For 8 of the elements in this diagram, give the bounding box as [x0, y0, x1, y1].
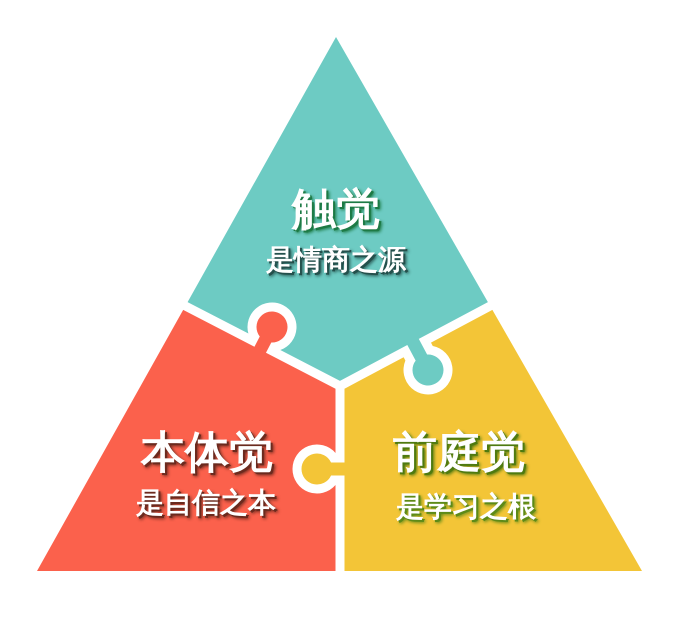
piece-subtitle: 是学习之根: [396, 493, 536, 521]
piece-subtitle: 是情商之源: [266, 246, 406, 274]
puzzle-piece: [37, 309, 336, 571]
piece-title: 本体觉: [141, 431, 273, 475]
puzzle-piece: [301, 309, 642, 571]
piece-title: 前庭觉: [393, 431, 525, 475]
piece-title: 触觉: [292, 188, 380, 232]
piece-subtitle: 是自信之本: [136, 489, 276, 517]
